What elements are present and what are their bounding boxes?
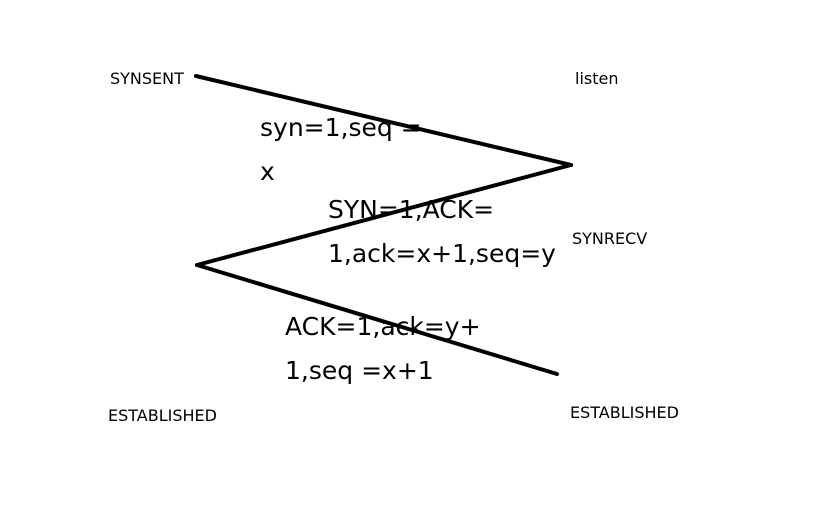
syn-ack-message: SYN=1,ACK= 1,ack=x+1,seq=y — [328, 188, 556, 276]
syn-message-line-1: syn=1,seq = — [260, 113, 422, 142]
ack-message-line-2: 1,seq =x+1 — [285, 356, 434, 385]
ack-line — [195, 263, 559, 376]
syn-message-line-2: x — [260, 157, 275, 186]
ack-message-line-1: ACK=1,ack=y+ — [285, 312, 481, 341]
server-state-synrecv: SYNRECV — [572, 229, 648, 248]
syn-message: syn=1,seq = x — [260, 106, 422, 194]
syn-ack-line — [195, 163, 573, 267]
server-state-listen: listen — [575, 69, 619, 88]
ack-message: ACK=1,ack=y+ 1,seq =x+1 — [285, 305, 481, 393]
server-state-established: ESTABLISHED — [570, 403, 679, 422]
client-state-established: ESTABLISHED — [108, 406, 217, 425]
syn-ack-message-line-2: 1,ack=x+1,seq=y — [328, 239, 556, 268]
client-state-synsent: SYNSENT — [110, 69, 184, 88]
syn-line — [194, 74, 573, 167]
syn-ack-message-line-1: SYN=1,ACK= — [328, 195, 495, 224]
